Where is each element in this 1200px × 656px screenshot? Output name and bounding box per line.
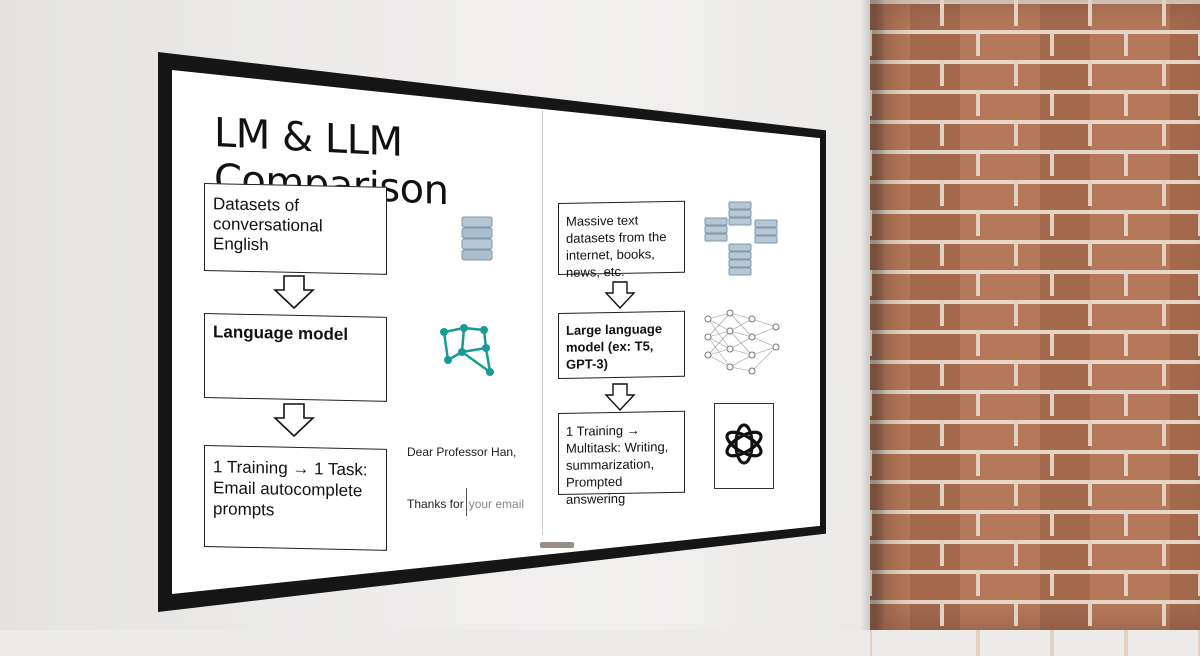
brick-row — [870, 510, 1200, 536]
llm-model-box: Large language model (ex: T5, GPT-3) — [558, 310, 685, 379]
brick-row — [870, 570, 1200, 596]
server-stack-icon — [461, 216, 493, 261]
brick-row — [870, 540, 1200, 566]
server-cluster-icon — [704, 201, 778, 276]
tv-indicator — [540, 542, 574, 548]
arrow-down-icon — [272, 275, 316, 310]
llm-task-box: 1 Training → Multitask: Writing, summari… — [558, 410, 685, 507]
text-caret — [465, 488, 467, 516]
brick-row — [870, 450, 1200, 476]
brick-row — [870, 150, 1200, 176]
lm-model-box: Language model — [204, 313, 387, 402]
neural-network-icon — [704, 309, 780, 375]
lm-dataset-box: Datasets of conversational English — [204, 183, 387, 275]
brick-row — [870, 180, 1200, 206]
brick-row — [870, 420, 1200, 446]
brick-row — [870, 300, 1200, 326]
brick-row — [870, 60, 1200, 86]
brick-row — [870, 240, 1200, 266]
node-graph-icon — [440, 324, 494, 376]
brick-row — [870, 30, 1200, 56]
llm-dataset-box: Massive text datasets from the internet,… — [558, 200, 685, 280]
brick-row — [870, 480, 1200, 506]
arrow-down-icon — [604, 383, 636, 412]
wall-corner-shadow — [860, 0, 884, 630]
openai-logo-icon — [725, 423, 763, 465]
arrow-down-icon — [272, 403, 316, 438]
email-autocomplete-line: Thanks for your email — [407, 488, 524, 516]
arrow-down-icon — [604, 281, 636, 310]
email-suggestion-text: your email — [468, 497, 525, 511]
slide-divider — [542, 110, 543, 535]
brick-row — [870, 270, 1200, 296]
email-typed-text: Thanks for — [407, 497, 464, 511]
brick-row — [870, 360, 1200, 386]
brick-row — [870, 0, 1200, 26]
brick-row — [870, 390, 1200, 416]
brick-row — [870, 630, 1200, 656]
lm-task-box: 1 Training → 1 Task: Email autocomplete … — [204, 445, 387, 551]
openai-logo-frame — [714, 403, 774, 489]
brick-row — [870, 600, 1200, 626]
brick-row — [870, 120, 1200, 146]
brick-row — [870, 210, 1200, 236]
email-greeting: Dear Professor Han, — [407, 445, 517, 459]
brick-wall — [870, 0, 1200, 656]
brick-row — [870, 90, 1200, 116]
brick-row — [870, 330, 1200, 356]
